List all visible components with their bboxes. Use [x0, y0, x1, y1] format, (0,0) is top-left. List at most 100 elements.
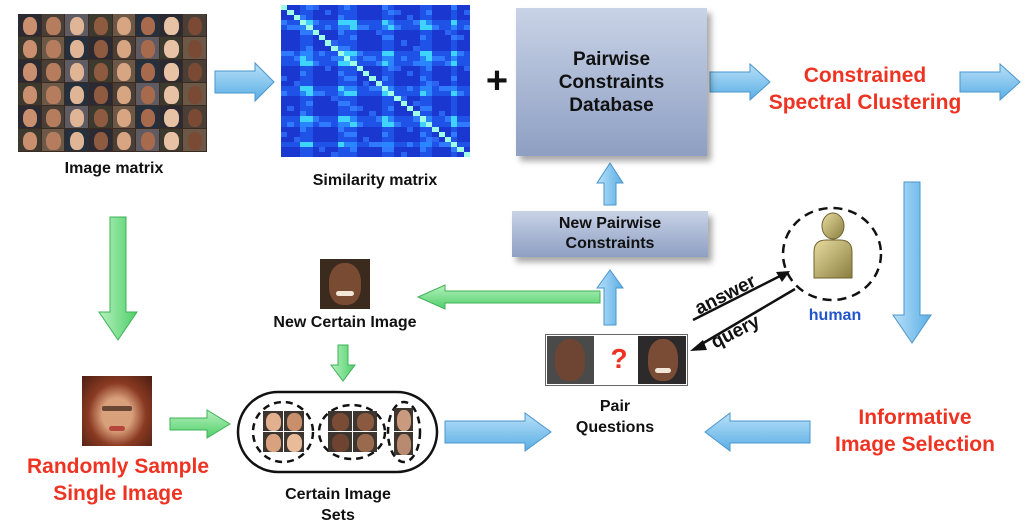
heatmap-cell	[444, 15, 452, 22]
heatmap-cell	[400, 70, 408, 77]
heatmap-cell	[350, 86, 358, 93]
heatmap-cell	[331, 65, 339, 72]
face-thumb	[136, 60, 159, 82]
heatmap-cell	[419, 60, 427, 67]
heatmap-cell	[375, 10, 383, 17]
heatmap-cell	[381, 45, 389, 52]
db-line-1: Pairwise	[572, 48, 651, 70]
heatmap-cell	[350, 146, 358, 153]
heatmap-cell	[463, 15, 470, 22]
heatmap-cell	[425, 141, 433, 148]
heatmap-cell	[318, 86, 326, 93]
heatmap-cell	[306, 5, 314, 11]
heatmap-cell	[407, 5, 414, 11]
heatmap-cell	[337, 146, 345, 153]
face-thumb	[65, 129, 88, 151]
heatmap-cell	[438, 30, 446, 37]
heatmap-cell	[451, 151, 459, 157]
heatmap-cell	[344, 91, 351, 98]
heatmap-cell	[463, 70, 470, 77]
heatmap-cell	[381, 50, 389, 57]
heatmap-cell	[369, 136, 377, 143]
heatmap-cell	[306, 151, 314, 157]
heatmap-cell	[325, 5, 333, 11]
heatmap-cell	[425, 70, 433, 77]
heatmap-cell	[444, 45, 452, 52]
heatmap-cell	[337, 55, 345, 62]
heatmap-cell	[344, 106, 351, 113]
heatmap-cell	[463, 116, 470, 123]
heatmap-cell	[344, 86, 351, 93]
heatmap-cell	[413, 96, 421, 103]
heatmap-cell	[312, 91, 320, 98]
face-thumb	[88, 129, 112, 151]
heatmap-cell	[362, 15, 370, 22]
heatmap-cell	[413, 101, 421, 108]
heatmap-cell	[407, 70, 414, 77]
heatmap-cell	[287, 25, 295, 32]
heatmap-cell	[312, 96, 320, 103]
heatmap-cell	[350, 15, 358, 22]
heatmap-cell	[344, 35, 351, 42]
heatmap-cell	[369, 96, 377, 103]
heatmap-cell	[325, 131, 333, 138]
heatmap-cell	[293, 70, 301, 77]
heatmap-cell	[344, 25, 351, 32]
heatmap-cell	[350, 101, 358, 108]
heatmap-cell	[438, 50, 446, 57]
heatmap-cell	[400, 81, 408, 87]
heatmap-cell	[350, 96, 358, 103]
face-thumb	[159, 60, 183, 82]
heatmap-cell	[463, 141, 470, 148]
heatmap-cell	[287, 45, 295, 52]
heatmap-cell	[375, 96, 383, 103]
heatmap-cell	[344, 75, 351, 82]
heatmap-cell	[325, 60, 333, 67]
heatmap-cell	[306, 126, 314, 133]
heatmap-cell	[369, 25, 377, 32]
heatmap-cell	[362, 10, 370, 17]
heatmap-cell	[400, 141, 408, 148]
heatmap-cell	[381, 136, 389, 143]
heatmap-cell	[463, 96, 470, 103]
heatmap-cell	[375, 106, 383, 113]
heatmap-cell	[287, 141, 295, 148]
heatmap-cell	[457, 151, 465, 157]
heatmap-cell	[413, 106, 421, 113]
heatmap-cell	[438, 86, 446, 93]
heatmap-cell	[318, 91, 326, 98]
heatmap-cell	[388, 116, 396, 123]
heatmap-cell	[451, 45, 459, 52]
arrow-right	[444, 412, 552, 452]
certain-sets-container	[236, 390, 439, 474]
heatmap-cell	[344, 96, 351, 103]
heatmap-cell	[400, 131, 408, 138]
heatmap-cell	[432, 86, 440, 93]
heatmap-cell	[281, 91, 288, 98]
heatmap-cell	[457, 91, 465, 98]
heatmap-cell	[432, 146, 440, 153]
heatmap-cell	[444, 151, 452, 157]
heatmap-cell	[318, 146, 326, 153]
heatmap-cell	[299, 91, 307, 98]
heatmap-cell	[394, 65, 402, 72]
heatmap-cell	[312, 10, 320, 17]
heatmap-cell	[293, 146, 301, 153]
heatmap-cell	[293, 50, 301, 57]
heatmap-cell	[312, 70, 320, 77]
heatmap-cell	[318, 25, 326, 32]
face-thumb	[41, 37, 65, 59]
heatmap-cell	[318, 131, 326, 138]
heatmap-cell	[375, 40, 383, 47]
heatmap-cell	[457, 30, 465, 37]
heatmap-cell	[444, 10, 452, 17]
heatmap-cell	[293, 65, 301, 72]
arrow-down-green	[330, 344, 356, 382]
heatmap-cell	[293, 111, 301, 118]
heatmap-cell	[451, 106, 459, 113]
heatmap-cell	[337, 60, 345, 67]
heatmap-cell	[394, 30, 402, 37]
heatmap-cell	[444, 81, 452, 87]
heatmap-cell	[438, 106, 446, 113]
heatmap-cell	[444, 96, 452, 103]
